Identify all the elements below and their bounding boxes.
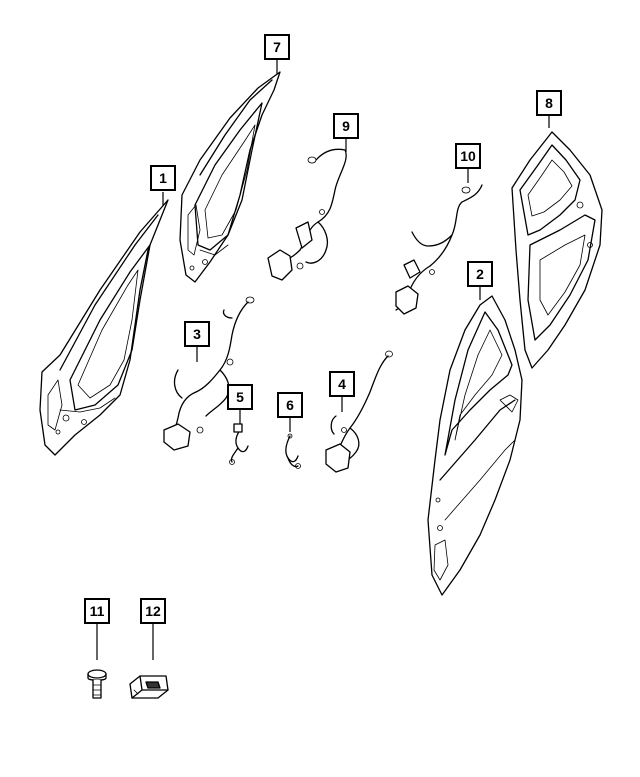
rear-door-lower-wiring[interactable] bbox=[325, 350, 393, 473]
callout-3[interactable]: 3 bbox=[184, 321, 210, 347]
clip-nut[interactable] bbox=[129, 675, 169, 699]
callout-label: 6 bbox=[286, 397, 294, 413]
callout-label: 3 bbox=[193, 326, 201, 342]
small-wiring-5[interactable] bbox=[229, 423, 249, 465]
front-door-lower-wiring[interactable] bbox=[163, 296, 255, 451]
callout-1[interactable]: 1 bbox=[150, 165, 176, 191]
bolt-fastener[interactable] bbox=[87, 669, 107, 699]
callout-label: 5 bbox=[236, 389, 244, 405]
callout-label: 7 bbox=[273, 39, 281, 55]
rear-door-inner-panel[interactable] bbox=[511, 131, 603, 369]
callout-label: 1 bbox=[159, 170, 167, 186]
callout-5[interactable]: 5 bbox=[227, 384, 253, 410]
front-door-shell-left[interactable] bbox=[39, 199, 169, 456]
callout-label: 9 bbox=[342, 118, 350, 134]
callout-6[interactable]: 6 bbox=[277, 392, 303, 418]
front-door-wiring-harness[interactable] bbox=[267, 148, 347, 281]
rear-door-wiring-harness[interactable] bbox=[395, 184, 483, 315]
callout-label: 12 bbox=[145, 603, 161, 619]
callout-8[interactable]: 8 bbox=[536, 90, 562, 116]
callout-11[interactable]: 11 bbox=[84, 598, 110, 624]
callout-label: 2 bbox=[476, 266, 484, 282]
callout-label: 11 bbox=[89, 603, 105, 619]
callout-7[interactable]: 7 bbox=[264, 34, 290, 60]
callout-label: 8 bbox=[545, 95, 553, 111]
callout-12[interactable]: 12 bbox=[140, 598, 166, 624]
rear-door-shell[interactable] bbox=[427, 295, 523, 596]
callout-label: 4 bbox=[338, 376, 346, 392]
small-wiring-6[interactable] bbox=[285, 433, 301, 469]
callout-9[interactable]: 9 bbox=[333, 113, 359, 139]
callout-label: 10 bbox=[460, 148, 476, 164]
callout-2[interactable]: 2 bbox=[467, 261, 493, 287]
callout-4[interactable]: 4 bbox=[329, 371, 355, 397]
callout-10[interactable]: 10 bbox=[455, 143, 481, 169]
leader-lines bbox=[96, 60, 550, 660]
front-door-inner-panel[interactable] bbox=[179, 71, 281, 283]
